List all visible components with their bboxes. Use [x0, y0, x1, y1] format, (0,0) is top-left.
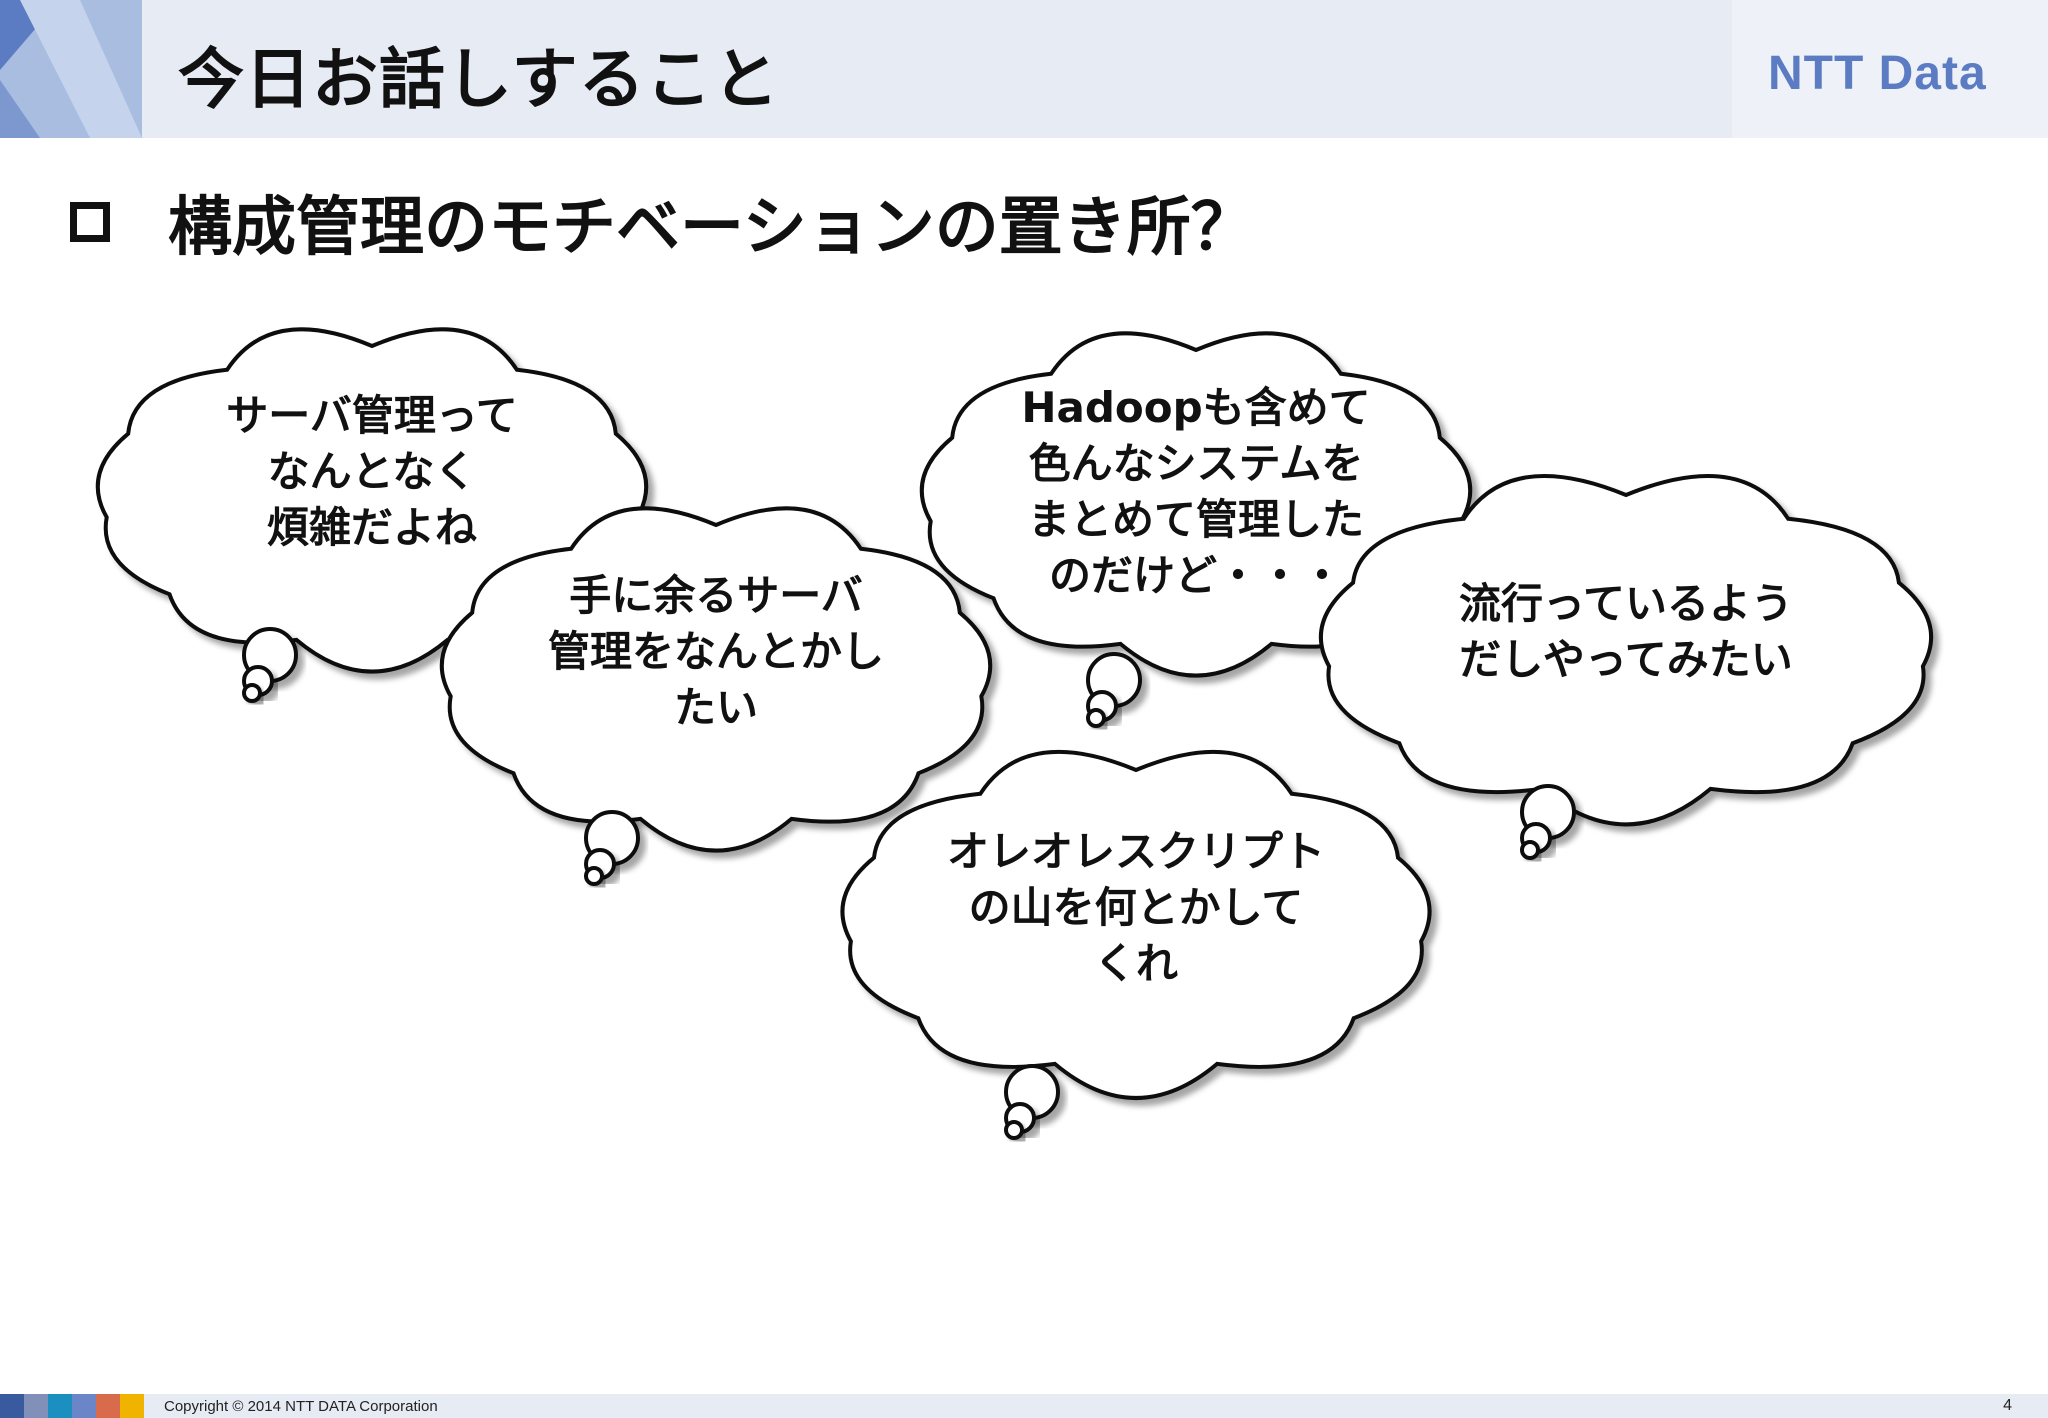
bubble-cloud — [919, 331, 1473, 678]
bubble-tail-circle — [1004, 1120, 1024, 1140]
company-logo: NTT Data — [1768, 47, 1987, 100]
bubble-text-line: だしやってみたい — [1459, 635, 1792, 684]
footer-color-block — [0, 1394, 24, 1418]
bubble-text-line: 流行っているよう — [1459, 579, 1793, 628]
header-band: 今日お話しすること NTT Data — [0, 0, 2048, 138]
bubble-text-line: 色んなシステムを — [1029, 439, 1364, 488]
footer-color-blocks — [0, 1394, 144, 1418]
slide-title: 今日お話しすること — [178, 41, 780, 118]
footer-color-block — [120, 1394, 144, 1418]
page-number: 4 — [2003, 1397, 2012, 1414]
bubble-text-line: 手に余るサーバ — [569, 571, 863, 620]
bubble-tail-circle — [1520, 840, 1540, 860]
bubble-text-line: 煩雑だよね — [267, 503, 477, 552]
bubble-text-line: くれ — [1094, 939, 1178, 988]
square-bullet-icon — [70, 202, 110, 242]
section-heading: 構成管理のモチベーションの置き所？ — [70, 182, 1255, 265]
bubble-text-line: まとめて管理した — [1028, 495, 1364, 544]
bubble-cloud — [1318, 474, 1934, 827]
bubble-text-line: の山を何とかして — [969, 883, 1304, 932]
corner-graphic — [0, 0, 142, 138]
bubble-tail-circle — [584, 866, 604, 886]
bubble-tail-circle — [242, 683, 262, 703]
bubble-text-line: サーバ管理って — [226, 391, 517, 440]
footer-color-block — [24, 1394, 48, 1418]
bubble-text-line: のだけど・・・ — [1049, 551, 1343, 600]
heading-text: 構成管理のモチベーションの置き所？ — [168, 191, 1255, 265]
bubble-text-line: オレオレスクリプト — [947, 827, 1325, 876]
footer-color-block — [96, 1394, 120, 1418]
footer-color-block — [48, 1394, 72, 1418]
bubble-text-line: Hadoopも含めて — [1021, 383, 1370, 432]
logo-panel — [1732, 0, 2048, 138]
footer-color-block — [72, 1394, 96, 1418]
bubble-text-line: 管理をなんとかし — [548, 627, 884, 676]
footer-bar: Copyright © 2014 NTT DATA Corporation 4 — [0, 1394, 2048, 1418]
bubble-cloud — [439, 506, 993, 853]
bubble-text-line: たい — [674, 683, 758, 732]
bubble-text-line: なんとなく — [268, 447, 477, 496]
bubble-cloud — [840, 749, 1432, 1100]
bubble-tail-circle — [1086, 708, 1106, 728]
copyright-text: Copyright © 2014 NTT DATA Corporation — [164, 1398, 438, 1415]
